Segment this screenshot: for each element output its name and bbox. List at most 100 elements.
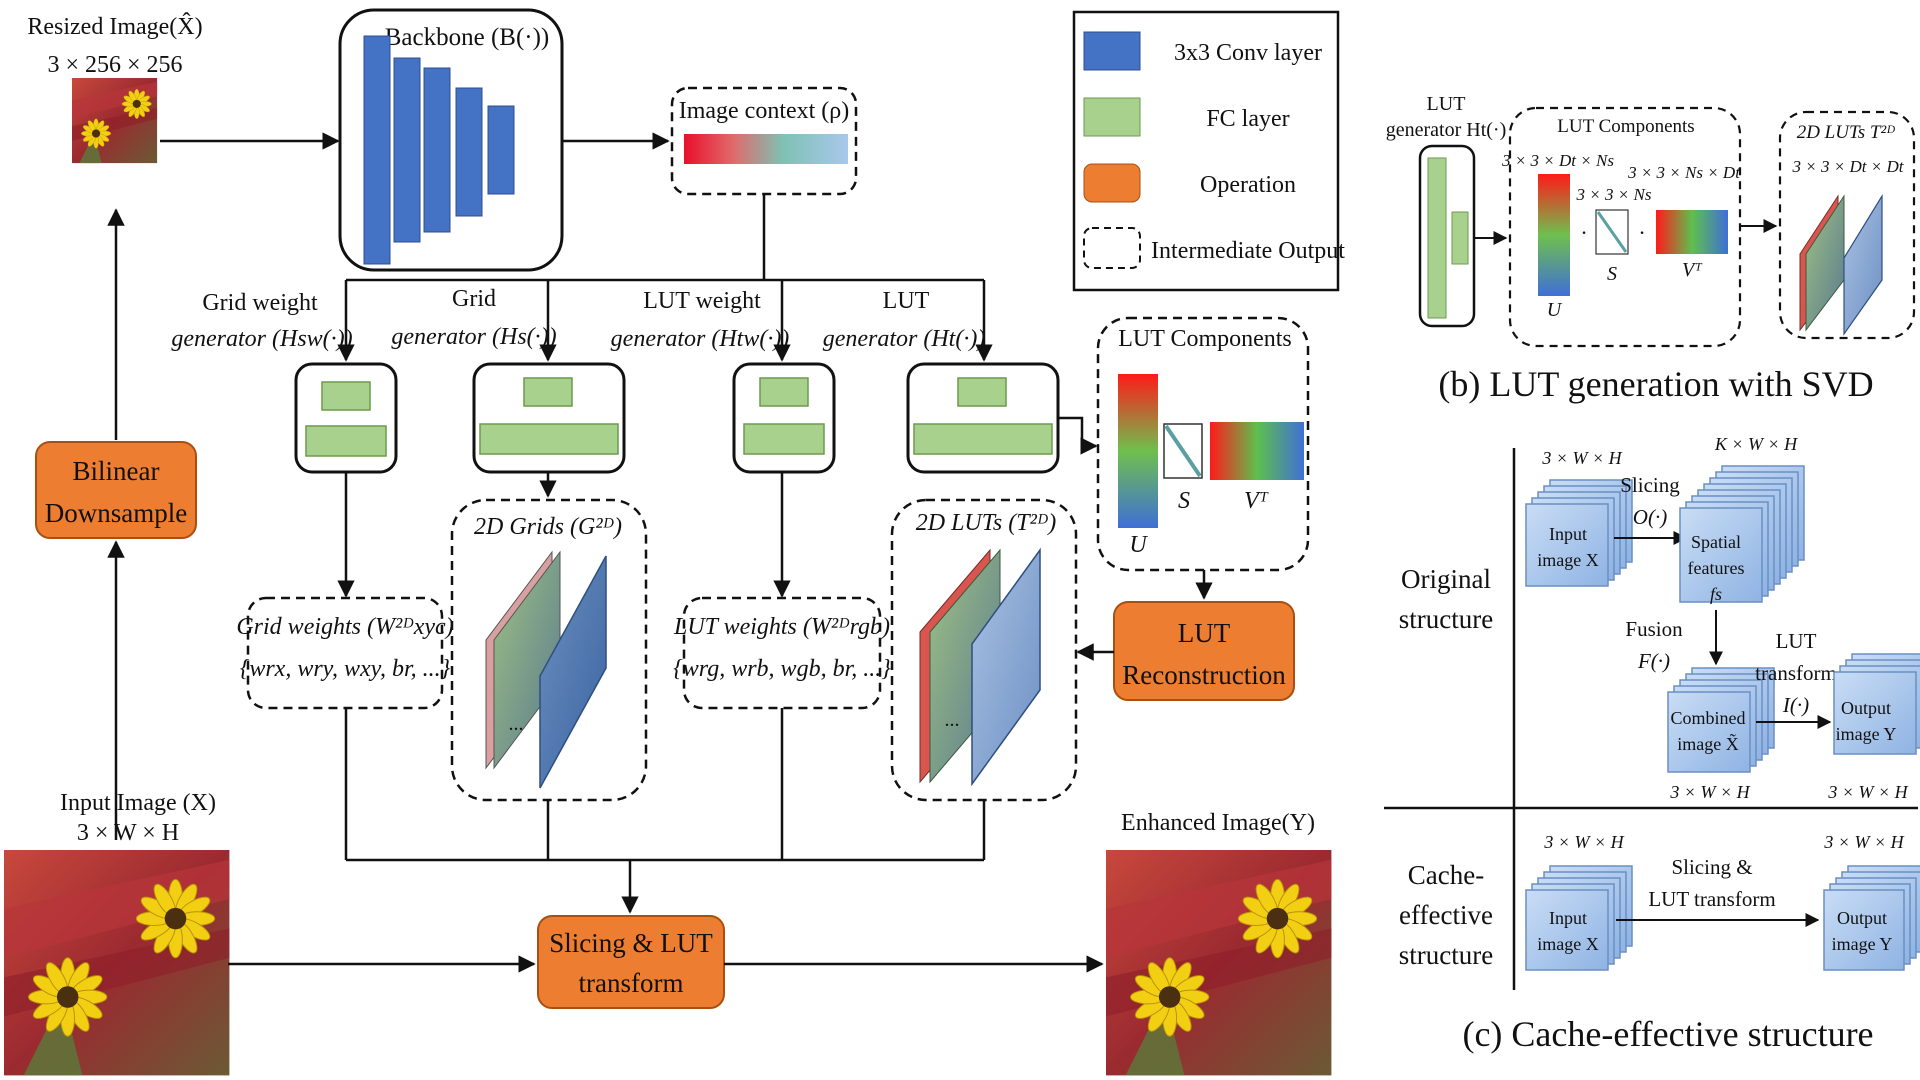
c-lut-line2: transform [1755,661,1837,685]
grid-gen-line1: Grid [452,286,496,312]
input-image-title: Input Image (X) [60,790,216,816]
c-original-line1: Original [1401,564,1491,594]
luts-2d-label: 2D LUTs (T²ᴰ) [916,510,1057,536]
enhanced-image-photo [1106,850,1331,1075]
c-orig-input-line1: Input [1549,524,1587,544]
conv-layer-1 [363,35,391,265]
lut-components-main-box: LUT Components U S Vᵀ [1096,316,1310,572]
c-lut-line3: I(·) [1782,693,1809,717]
b-vt-dims: 3 × 3 × Ns × Dt [1627,163,1741,182]
lut-weights-box: LUT weights (W²ᴰrgb) {wrg, wrb, wgb, br,… [673,596,891,710]
legend: 3x3 Conv layer FC layer Operation Interm… [1072,10,1345,292]
u-label: U [1129,532,1148,558]
lut-weight-gen-line2: generator (Htw(·)) [611,326,790,352]
lut-weights-line2: {wrg, wrb, wgb, br, ...} [673,656,891,682]
b-caption: (b) LUT generation with SVD [1438,364,1873,404]
conv-layer-5 [487,105,515,195]
c-orig-output-dims: 3 × W × H [1827,782,1908,802]
lut-weight-gen-line1: LUT weight [643,288,761,314]
grids-2d-box: 2D Grids (G²ᴰ) ... [450,498,648,802]
legend-label-operation: Operation [1200,172,1296,198]
panel-b: LUT generator Ht(·) LUT Components 3 × 3… [1386,93,1916,404]
b-dot-1: · [1580,220,1587,245]
input-image-dims: 3 × W × H [77,820,179,846]
c-cache-output-dims: 3 × W × H [1823,832,1904,852]
lut-plane-blue [971,547,1041,787]
lut-gen-line1: LUT [883,288,930,314]
lut-reconstruction-line2: Reconstruction [1122,660,1286,690]
grid-generator-box [472,362,626,474]
c-cache-input-line2: image X [1537,934,1598,954]
legend-label-conv: 3x3 Conv layer [1174,40,1322,66]
c-combined-line1: Combined [1671,708,1746,728]
vt-label: Vᵀ [1244,488,1269,514]
resized-image-dims: 3 × 256 × 256 [47,52,182,78]
c-caption: (c) Cache-effective structure [1462,1014,1873,1054]
panel-c: Original structure 3 × W × H Input image… [1384,434,1920,1054]
c-spatial-dims: K × W × H [1714,434,1798,454]
bilinear-line2: Downsample [45,498,187,528]
backbone-label: Backbone (B(·)) [385,24,550,51]
c-orig-output-line1: Output [1841,698,1891,718]
slicing-lut-transform-box: Slicing & LUT transform [537,915,725,1009]
c-slicing-line1: Slicing [1620,473,1680,497]
c-cache-output-line2: image Y [1832,934,1893,954]
u-matrix [1118,374,1158,528]
s-diagonal [1164,424,1202,478]
lut-gen-line2: generator (Ht(·)) [823,326,986,352]
c-spatial-line2: features [1688,558,1745,578]
luts-2d-ellipsis: ... [945,709,960,731]
c-orig-input-line2: image X [1537,550,1598,570]
b-luts-dims: 3 × 3 × Dt × Dt [1792,157,1905,176]
c-fusion-line2: F(·) [1637,649,1670,673]
c-orig-output-stack [1833,653,1920,755]
c-cache-output-line1: Output [1837,908,1887,928]
image-context-vector [684,134,848,164]
c-cache-op-line1: Slicing & [1671,855,1752,879]
c-lut-line1: LUT [1776,629,1817,653]
b-vt-matrix [1656,210,1728,254]
slicing-line2: transform [579,968,684,998]
image-context-label: Image context (ρ) [679,98,850,124]
b-u-matrix [1538,174,1570,296]
image-context-box: Image context (ρ) [670,86,858,196]
b-luts-label: 2D LUTs T²ᴰ [1797,122,1896,143]
legend-swatch-fc [1083,97,1141,137]
grid-gen-line2: generator (Hs(·)) [391,324,556,350]
legend-label-fc: FC layer [1206,106,1289,132]
c-orig-input-stack [1525,479,1633,587]
c-orig-input-dims: 3 × W × H [1541,448,1622,468]
c-cache-line2: effective [1399,900,1493,930]
grid-weights-box: Grid weights (W²ᴰxyc) {wrx, wry, wxy, br… [236,596,454,710]
b-s-dims: 3 × 3 × Ns [1576,185,1652,204]
vt-matrix [1210,422,1304,480]
c-spatial-stack [1679,465,1805,603]
b-s-label: S [1607,263,1617,285]
c-cache-input-stack [1525,865,1633,971]
c-cache-op-line2: LUT transform [1648,887,1775,911]
grid-weights-line2: {wrx, wry, wxy, br, ...} [240,656,451,682]
bilinear-downsample-box: Bilinear Downsample [35,441,197,539]
resized-image-title: Resized Image(X̂) [27,12,202,40]
lut-components-main-label: LUT Components [1118,326,1292,352]
lut-weight-generator-box [732,362,836,474]
enhanced-image-title: Enhanced Image(Y) [1121,810,1315,836]
b-components-label: LUT Components [1557,116,1694,137]
arrow-lut-gen-to-components [1058,416,1098,455]
grids-2d-ellipsis: ... [509,713,524,735]
b-u-label: U [1547,299,1563,321]
lut-generator-box [906,362,1060,474]
b-generator-line2: generator Ht(·) [1386,119,1507,141]
conv-layer-4 [455,87,483,217]
c-combined-stack [1667,667,1775,773]
legend-swatch-conv [1083,31,1141,71]
grids-2d-label: 2D Grids (G²ᴰ) [474,514,622,540]
b-lut-plane-blue [1843,193,1883,336]
c-combined-line2: image X̃ [1677,732,1738,754]
b-dot-2: · [1638,220,1645,245]
bilinear-line1: Bilinear [73,456,160,486]
resized-image-thumbnail [72,78,157,163]
c-fusion-line1: Fusion [1625,617,1683,641]
grid-weights-line1: Grid weights (W²ᴰxyc) [236,614,453,640]
